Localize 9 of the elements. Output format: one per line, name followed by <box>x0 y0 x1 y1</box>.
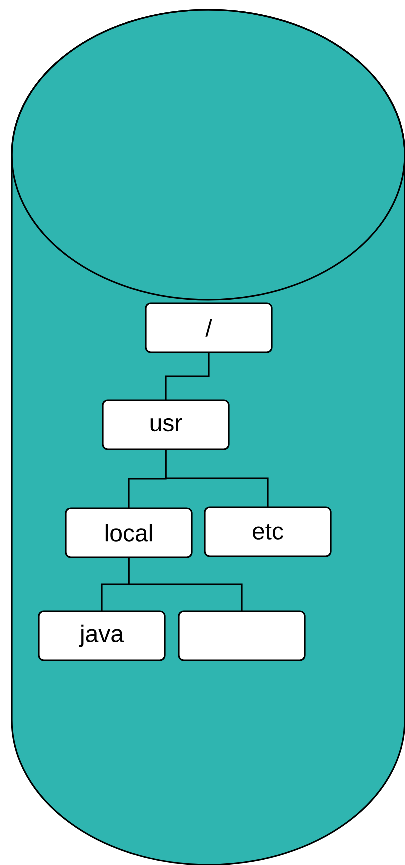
connector-line <box>128 558 243 612</box>
connector-line <box>165 352 210 400</box>
folder-box: / <box>145 302 273 354</box>
folder-box: local <box>65 508 193 558</box>
folder-box <box>178 610 306 662</box>
connector-line <box>165 450 269 508</box>
folder-box: java <box>38 610 166 662</box>
folder-box: etc <box>204 506 332 558</box>
folder-box: usr <box>102 400 230 450</box>
